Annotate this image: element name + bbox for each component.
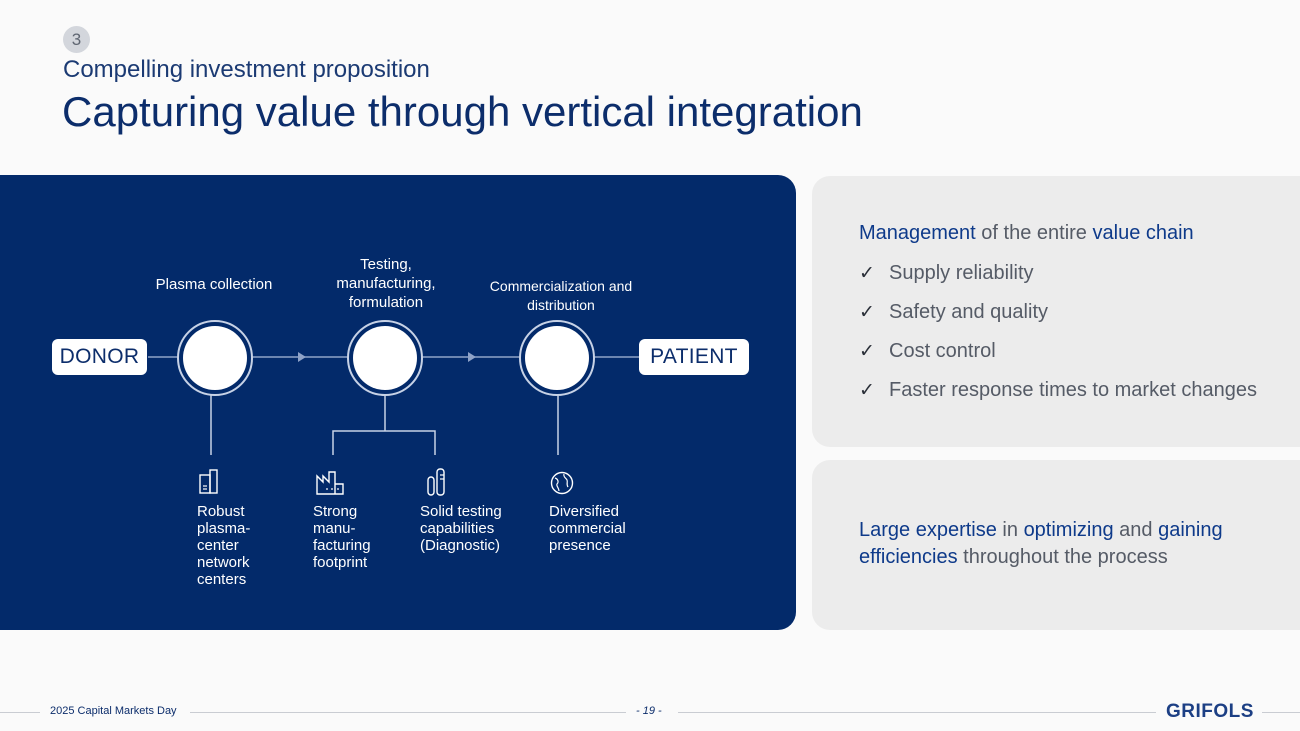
benefits-list: ✓Supply reliability ✓Safety and quality … xyxy=(859,262,1257,418)
value-chain-card: Management of the entire value chain ✓ Su… xyxy=(812,176,1300,447)
check-icon: ✓ xyxy=(859,263,875,284)
heading-highlight-management: Management xyxy=(859,222,976,244)
page-title: Capturing value through vertical integra… xyxy=(62,88,863,135)
check-icon: ✓ xyxy=(859,380,875,401)
list-item-text: Faster response times to market changes xyxy=(889,379,1257,401)
section-title: Compelling investment proposition xyxy=(63,56,430,83)
list-item: ✓ Safety and quality xyxy=(859,301,1257,340)
stage-circle-1 xyxy=(177,320,253,396)
list-item-text: Safety and quality xyxy=(889,301,1048,323)
capability-label-manufacturing: Strong manu-facturing footprint xyxy=(313,503,371,571)
expertise-text: Large expertise in optimizing and gainin… xyxy=(859,517,1279,571)
patient-label: PATIENT xyxy=(639,339,749,375)
donor-label: DONOR xyxy=(52,339,147,375)
expertise-text-4: and xyxy=(1113,519,1159,541)
list-item: ✓ Supply reliability xyxy=(859,262,1257,301)
capability-label-plasma-centers: Robust plasma-center network centers xyxy=(197,503,251,588)
capability-label-commercial: Diversified commercial presence xyxy=(549,503,626,554)
expertise-highlight-1: Large expertise xyxy=(859,519,997,541)
flow-arrow-1 xyxy=(298,352,306,362)
list-item: ✓ Faster response times to market changes xyxy=(859,379,1257,418)
footer-divider xyxy=(678,712,1156,713)
footer-divider xyxy=(0,712,40,713)
capability-label-testing: Solid testing capabilities (Diagnostic) xyxy=(420,503,502,554)
grifols-logo: GRIFOLS xyxy=(1166,701,1254,722)
list-item-text: Supply reliability xyxy=(889,262,1034,284)
test-tube-icon xyxy=(427,468,445,496)
connector-2-branch xyxy=(332,430,436,455)
section-number-badge: 3 xyxy=(63,26,90,53)
stage-label-testing-manufacturing: Testing, manufacturing, formulation xyxy=(336,256,436,311)
footer-page-number: - 19 - xyxy=(636,705,662,717)
value-chain-diagram: DONOR PATIENT Plasma collection Testing,… xyxy=(0,175,796,630)
stage-label-plasma-collection: Plasma collection xyxy=(155,276,273,293)
globe-icon xyxy=(550,471,574,495)
expertise-highlight-3: gaining efficiencies xyxy=(859,519,1223,568)
stage-circle-2 xyxy=(347,320,423,396)
heading-connector: of the entire xyxy=(975,222,1093,244)
factory-icon xyxy=(316,471,344,495)
heading-highlight-value-chain: value chain xyxy=(1092,222,1194,244)
building-icon xyxy=(199,469,218,494)
expertise-text-2: in xyxy=(996,519,1024,541)
diagram-connectors xyxy=(148,320,640,455)
check-icon: ✓ xyxy=(859,341,875,362)
list-item-text: Cost control xyxy=(889,340,996,362)
check-icon: ✓ xyxy=(859,302,875,323)
expertise-highlight-2: optimizing xyxy=(1023,519,1114,541)
footer-event-name: 2025 Capital Markets Day xyxy=(50,705,177,717)
footer-divider xyxy=(1262,712,1300,713)
flow-arrow-2 xyxy=(468,352,476,362)
value-chain-heading: Management of the entire value chain xyxy=(859,222,1194,245)
expertise-card: Large expertise in optimizing and gainin… xyxy=(812,460,1300,630)
stage-circle-3 xyxy=(519,320,595,396)
list-item: ✓ Cost control xyxy=(859,340,1257,379)
expertise-text-6: throughout the process xyxy=(957,546,1168,568)
stage-label-commercialization: Commercialization and distribution xyxy=(489,278,633,313)
footer-divider xyxy=(190,712,626,713)
